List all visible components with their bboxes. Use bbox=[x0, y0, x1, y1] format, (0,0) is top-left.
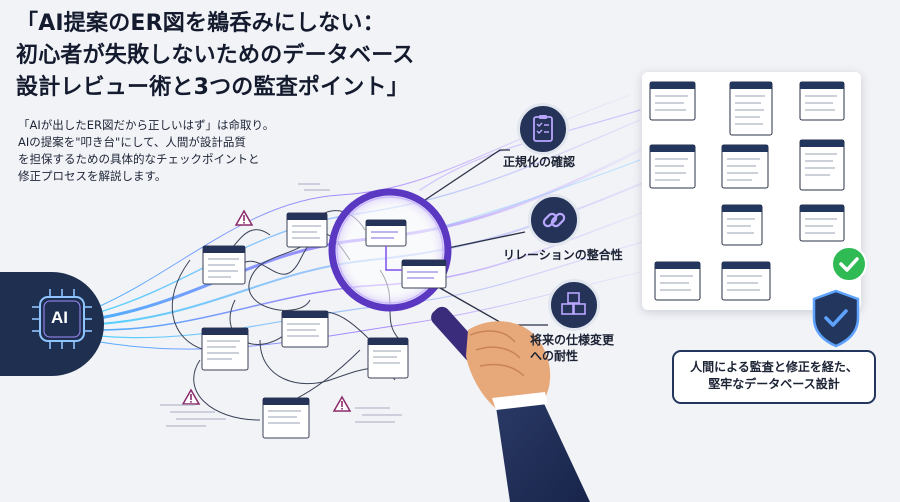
magnified-er-table bbox=[365, 219, 407, 247]
clean-er-diagram-panel bbox=[642, 72, 861, 310]
hand-holding-magnifier bbox=[466, 321, 590, 502]
check-circle-icon bbox=[831, 246, 867, 282]
code-snippet-decoration bbox=[160, 183, 402, 427]
description-line-4: 修正プロセスを解説します。 bbox=[18, 169, 167, 183]
warning-icon bbox=[332, 395, 352, 412]
audit-label-future-changes-line-1: 将来の仕様変更 bbox=[530, 333, 615, 347]
shield-check-icon bbox=[812, 289, 860, 348]
link-icon bbox=[542, 212, 566, 228]
audit-label-relations: リレーションの整合性 bbox=[503, 248, 623, 262]
er-table bbox=[202, 245, 246, 285]
checklist-icon bbox=[533, 115, 553, 142]
er-table bbox=[201, 327, 249, 371]
description-line-2: AIの提案を"叩き台"にして、人間が設計品質 bbox=[18, 135, 246, 149]
audit-label-normalization: 正規化の確認 bbox=[503, 155, 576, 169]
warning-icon bbox=[234, 209, 254, 226]
ai-label: AI bbox=[51, 308, 68, 327]
title-line-1: 「AI提案のER図を鵜呑みにしない： bbox=[16, 11, 385, 36]
audit-badge-normalization bbox=[517, 103, 569, 155]
callout-line-2: 堅牢なデータベース設計 bbox=[708, 377, 840, 391]
description-line-3: を担保するための具体的なチェックポイントと bbox=[18, 152, 260, 166]
warning-icon bbox=[181, 388, 201, 405]
callout-line-1: 人間による監査と修正を経た、 bbox=[690, 360, 858, 374]
audit-label-future-changes: 将来の仕様変更 への耐性 bbox=[530, 332, 614, 364]
audit-badge-relations bbox=[528, 194, 580, 246]
description: 「AIが出したER図だから正しいはず」は命取り。 AIの提案を"叩き台"にして、… bbox=[18, 117, 274, 185]
er-table bbox=[367, 337, 409, 379]
ai-badge-background bbox=[0, 272, 104, 376]
title-line-2: 初心者が失敗しないためのデータベース bbox=[16, 43, 415, 68]
conclusion-callout: 人間による監査と修正を経た、 堅牢なデータベース設計 bbox=[672, 350, 876, 404]
messy-er-tables bbox=[181, 209, 409, 439]
ai-chip-icon bbox=[32, 289, 92, 349]
page-title: 「AI提案のER図を鵜呑みにしない： 初心者が失敗しないためのデータベース 設計… bbox=[16, 8, 415, 104]
cubes-icon bbox=[561, 292, 586, 315]
magnified-er-table bbox=[401, 259, 447, 289]
title-line-3: 設計レビュー術と3つの監査ポイント」 bbox=[16, 75, 409, 100]
er-table bbox=[262, 397, 310, 439]
description-line-1: 「AIが出したER図だから正しいはず」は命取り。 bbox=[18, 118, 275, 132]
er-table bbox=[286, 212, 328, 248]
audit-badge-future-changes bbox=[548, 279, 600, 331]
audit-label-future-changes-line-2: への耐性 bbox=[530, 349, 579, 363]
er-table bbox=[281, 310, 329, 348]
